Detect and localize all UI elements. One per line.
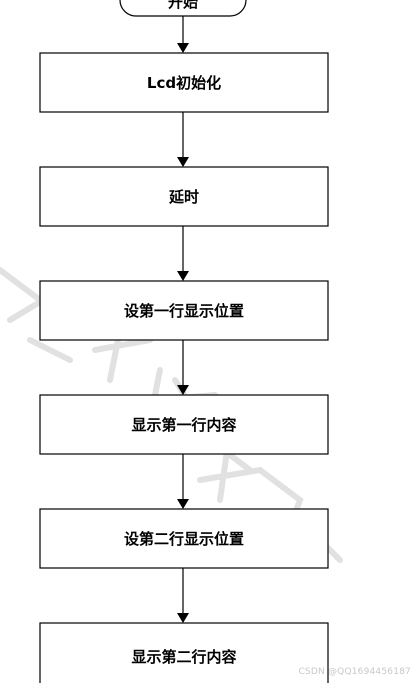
process-box-lcd-init: Lcd初始化 [39, 52, 329, 113]
process-label-show-line2: 显示第二行内容 [131, 648, 236, 666]
process-label-set-line1-pos: 设第一行显示位置 [124, 302, 244, 320]
process-label-set-line2-pos: 设第二行显示位置 [124, 530, 244, 548]
process-label-show-line1: 显示第一行内容 [131, 416, 236, 434]
edge-show-line1-to-set-line2-pos [177, 454, 189, 509]
process-box-show-line1: 显示第一行内容 [39, 394, 329, 455]
arrow-head-icon [177, 43, 189, 53]
arrow-head-icon [177, 613, 189, 623]
arrow-head-icon [177, 499, 189, 509]
arrow-head-icon [177, 385, 189, 395]
edge-delay-to-set-line1-pos [177, 226, 189, 281]
arrow-head-icon [177, 271, 189, 281]
start-label: 开始 [168, 0, 198, 11]
process-box-set-line1-pos: 设第一行显示位置 [39, 280, 329, 341]
arrow-head-icon [177, 157, 189, 167]
process-box-show-line2: 显示第二行内容 [39, 622, 329, 683]
edge-set-line1-pos-to-show-line1 [177, 340, 189, 395]
edge-lcd-init-to-delay [177, 112, 189, 167]
process-label-delay: 延时 [168, 188, 199, 206]
process-box-set-line2-pos: 设第二行显示位置 [39, 508, 329, 569]
edge-start-to-lcd-init [177, 16, 189, 53]
edge-set-line2-pos-to-show-line2 [177, 568, 189, 623]
process-label-lcd-init: Lcd初始化 [147, 74, 221, 92]
start-terminal: 开始 [119, 0, 247, 17]
process-box-delay: 延时 [39, 166, 329, 227]
credit-watermark-text: CSDN @QQ1694456187 [298, 667, 411, 677]
